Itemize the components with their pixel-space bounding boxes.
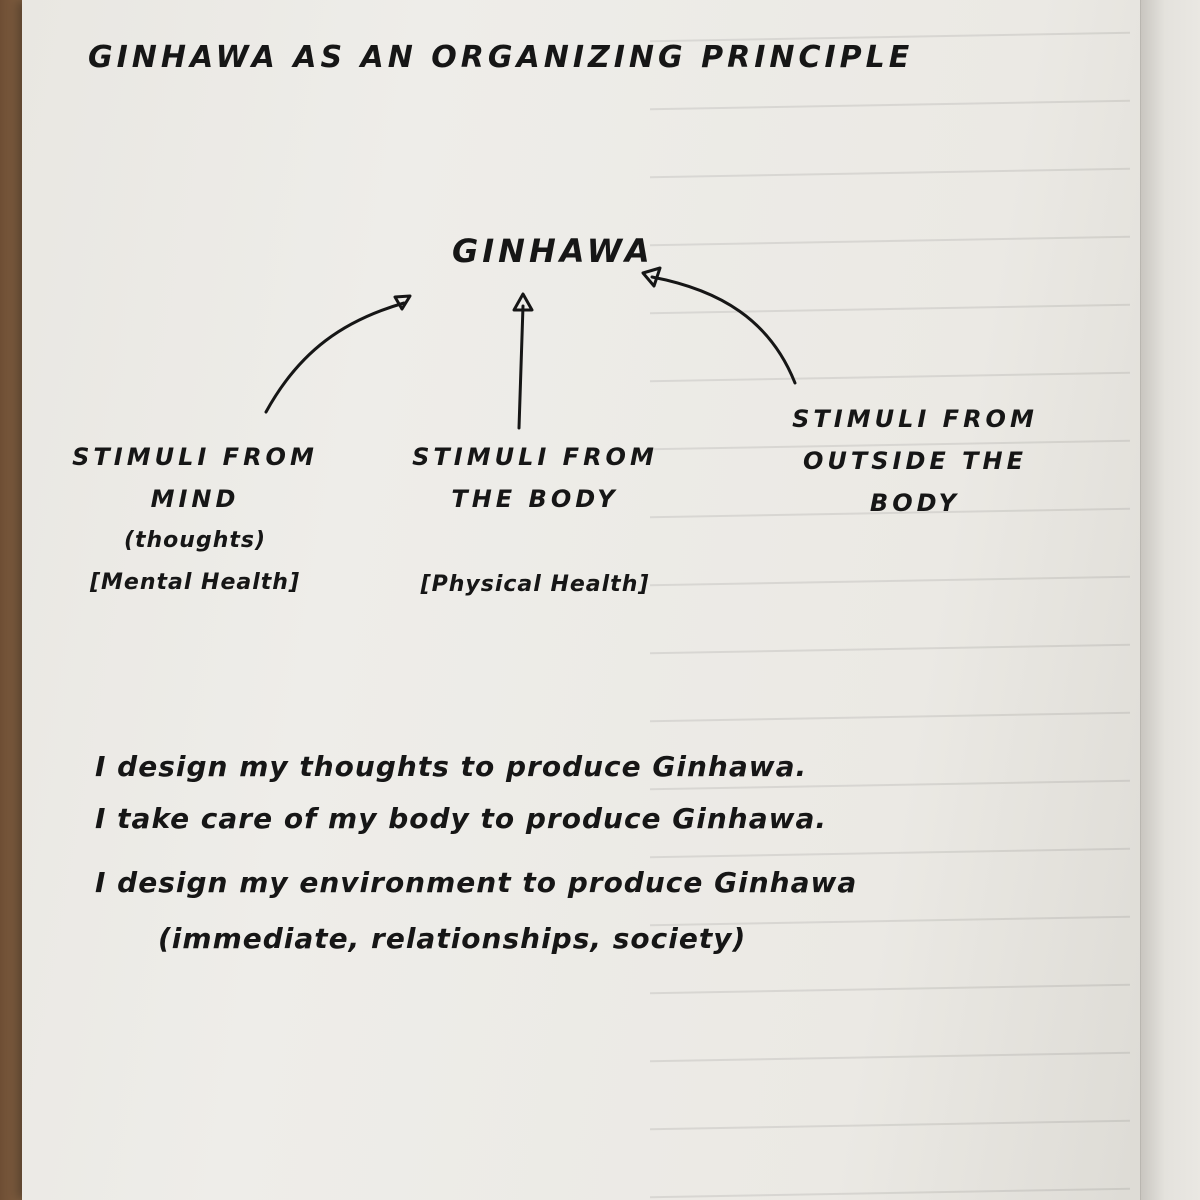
page-title: GINHAWA AS AN ORGANIZING PRINCIPLE [88,40,914,75]
source-body-health: [Physical Health] [420,572,650,597]
source-mind-line2: MIND [150,485,240,513]
next-page-edge [1140,0,1200,1200]
source-mind-health: [Mental Health] [89,570,301,595]
notebook-page [22,0,1172,1200]
statement-environment: I design my environment to produce Ginha… [95,866,858,899]
hub-node-ginhawa: GINHAWA [452,232,654,270]
arrowhead-outside [641,266,662,288]
arrowhead-body [512,292,534,312]
source-node-outside: STIMULI FROM OUTSIDE THE BODY [770,398,1060,524]
source-body-line2: THE BODY [451,485,619,513]
arrow-mind-to-ginhawa [264,301,406,414]
statement-body: I take care of my body to produce Ginhaw… [95,802,828,835]
arrow-outside-to-ginhawa [650,275,797,385]
source-outside-line2: OUTSIDE THE [803,447,1027,475]
source-mind-note: (thoughts) [123,528,267,553]
arrow-body-to-ginhawa [517,304,525,430]
statement-thoughts: I design my thoughts to produce Ginhawa. [95,750,808,783]
source-outside-line1: STIMULI FROM [792,405,1038,433]
arrowhead-mind [393,294,412,311]
source-node-body: STIMULI FROM THE BODY [Physical Health] [380,436,690,606]
source-mind-line1: STIMULI FROM [72,443,318,471]
source-outside-line3: BODY [869,489,961,517]
statement-environment-detail: (immediate, relationships, society) [158,922,747,955]
source-node-mind: STIMULI FROM MIND (thoughts) [Mental Hea… [40,436,350,604]
source-body-line1: STIMULI FROM [412,443,658,471]
